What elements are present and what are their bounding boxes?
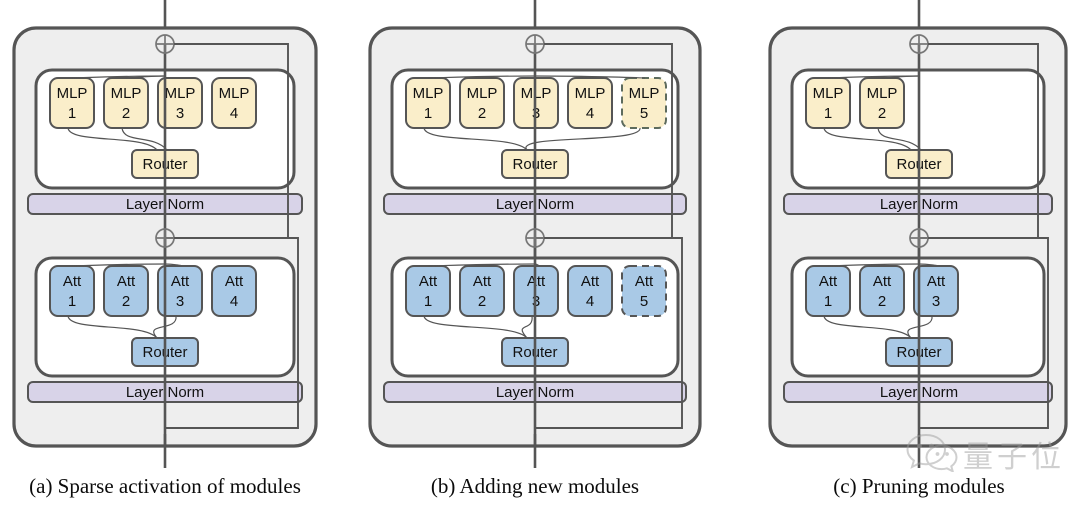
module-name-label: MLP [413,85,444,102]
module-name-label: Att [819,273,838,290]
module-name-label: MLP [219,85,250,102]
module-name-label: Att [527,273,546,290]
module-name-label: Att [927,273,946,290]
module-mlp-4[interactable] [567,77,613,129]
residual-connection [919,237,1049,429]
module-name-label: MLP [165,85,196,102]
module-mlp-3[interactable] [157,77,203,129]
module-index-label: 1 [824,293,832,310]
route-out-curve [423,315,528,339]
module-name-label: MLP [813,85,844,102]
module-index-label: 2 [478,105,486,122]
residual-connection [165,237,299,429]
module-att-2[interactable] [859,265,905,317]
module-index-label: 2 [478,293,486,310]
route-out-curve [907,315,933,339]
module-name-label: Att [225,273,244,290]
module-name-label: MLP [629,85,660,102]
route-out-curve [823,315,912,339]
module-index-label: 2 [122,105,130,122]
module-att-4[interactable] [567,265,613,317]
module-index-label: 4 [586,105,594,122]
route-in-curve [427,75,536,79]
module-name-label: MLP [111,85,142,102]
route-in-curve [534,263,540,267]
route-in-curve [827,263,920,267]
module-index-label: 2 [878,293,886,310]
module-index-label: 3 [176,293,184,310]
residual-connection [535,237,683,429]
route-in-curve [71,263,166,267]
route-out-curve [823,127,912,151]
module-index-label: 2 [878,105,886,122]
module-index-label: 4 [586,293,594,310]
route-out-curve [521,315,533,339]
module-index-label: 5 [640,105,648,122]
route-out-curve [423,127,528,151]
module-att-2[interactable] [459,265,505,317]
module-name-label: Att [873,273,892,290]
module-index-label: 1 [68,293,76,310]
module-index-label: 3 [932,293,940,310]
module-att-2[interactable] [103,265,149,317]
module-index-label: 1 [824,105,832,122]
route-in-curve [534,75,645,79]
module-att-4[interactable] [211,265,257,317]
route-in-curve [164,263,182,267]
module-index-label: 5 [640,293,648,310]
module-name-label: Att [419,273,438,290]
module-name-label: Att [171,273,190,290]
module-index-label: 3 [176,105,184,122]
module-name-label: MLP [867,85,898,102]
route-out-curve [67,315,158,339]
module-mlp-4[interactable] [211,77,257,129]
module-index-label: 1 [424,105,432,122]
module-name-label: Att [117,273,136,290]
module-name-label: Att [473,273,492,290]
module-name-label: Att [63,273,82,290]
route-in-curve [918,263,938,267]
route-out-curve [525,127,641,151]
route-in-curve [125,75,166,79]
module-index-label: 4 [230,293,238,310]
module-index-label: 2 [122,293,130,310]
module-name-label: MLP [575,85,606,102]
route-out-curve [877,127,922,151]
route-out-curve [153,315,177,339]
route-out-curve [121,127,168,151]
module-name-label: Att [581,273,600,290]
panel-caption-b: (b) Adding new modules [430,474,640,498]
module-mlp-2[interactable] [459,77,505,129]
module-att-5[interactable] [621,265,667,317]
route-in-curve [881,75,920,79]
module-index-label: 1 [68,105,76,122]
module-name-label: MLP [57,85,88,102]
module-index-label: 1 [424,293,432,310]
panel-caption-a: (a) Sparse activation of modules [29,474,301,498]
route-in-curve [427,263,536,267]
module-name-label: Att [635,273,654,290]
module-name-label: MLP [467,85,498,102]
panel-caption-c: (c) Pruning modules [833,474,1005,498]
module-index-label: 4 [230,105,238,122]
route-out-curve [67,127,158,151]
